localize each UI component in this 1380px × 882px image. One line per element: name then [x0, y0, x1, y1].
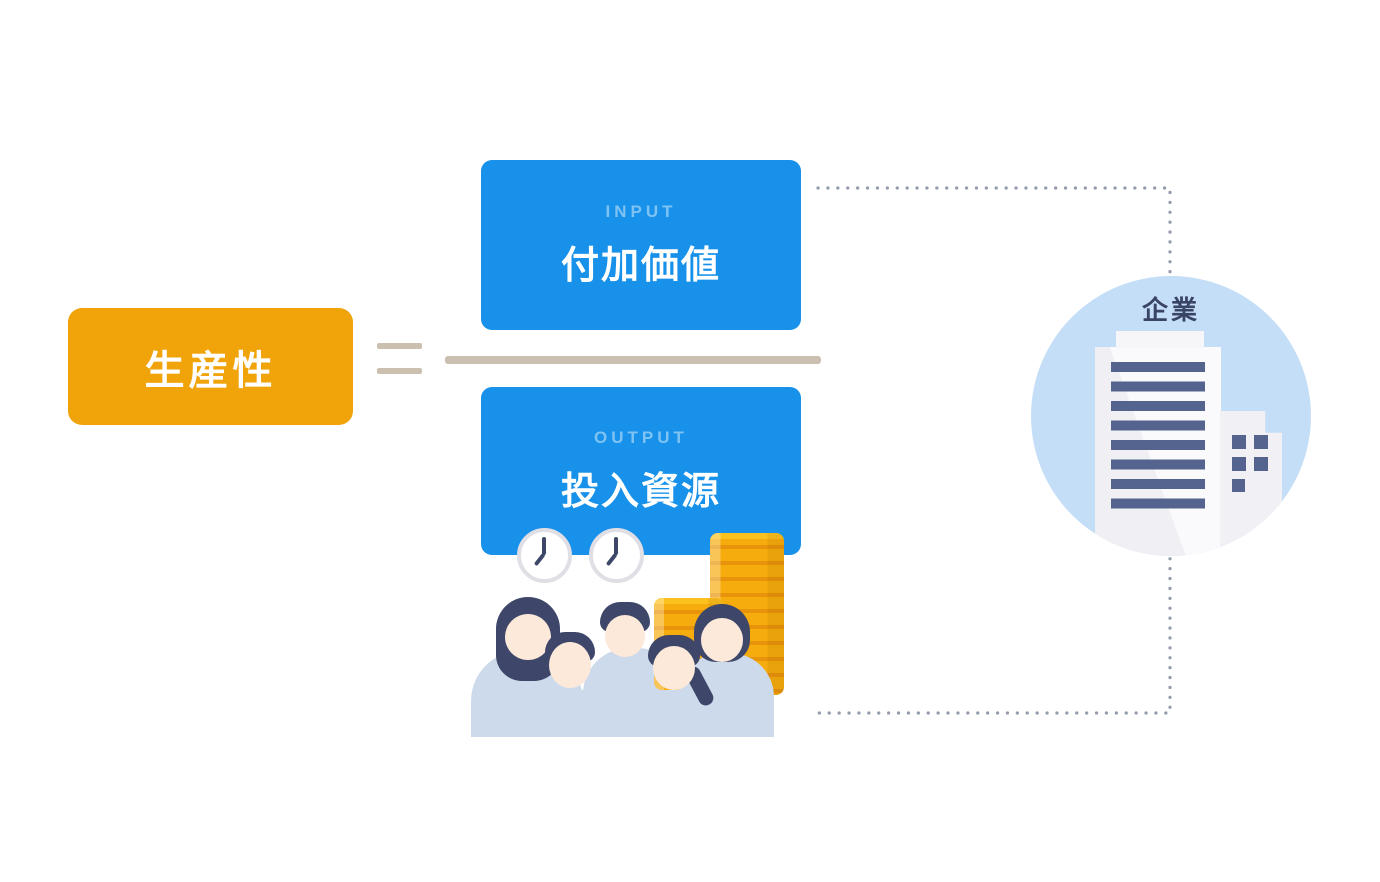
building-window — [1232, 479, 1245, 492]
building-windows — [1111, 362, 1205, 509]
building-window — [1232, 435, 1246, 449]
numerator-tag: INPUT — [605, 201, 677, 221]
denominator-box: OUTPUT 投入資源 — [481, 387, 801, 555]
building-roof — [1116, 331, 1204, 348]
numerator-label: 付加価値 — [560, 244, 721, 287]
person-face — [505, 614, 551, 660]
clock-icon — [517, 528, 572, 583]
small-building-icon — [1220, 411, 1282, 556]
person-face — [653, 646, 695, 690]
equals-icon — [377, 343, 422, 374]
denominator-label: 投入資源 — [560, 470, 721, 513]
company-circle: 企業 — [1031, 276, 1311, 556]
clock-minute-hand — [542, 537, 546, 555]
person-face — [549, 642, 591, 688]
productivity-label: 生産性 — [144, 348, 277, 393]
clock-icon — [589, 528, 644, 583]
numerator-box: INPUT 付加価値 — [481, 160, 801, 330]
person-face — [605, 615, 645, 657]
clock-minute-hand — [614, 537, 618, 555]
clock-hour-hand — [533, 552, 546, 567]
clock-hour-hand — [605, 552, 618, 567]
productivity-box: 生産性 — [68, 308, 353, 425]
equals-top-bar — [377, 343, 422, 349]
fraction-bar — [445, 356, 821, 364]
building-window — [1254, 435, 1268, 449]
building-window — [1254, 457, 1268, 471]
company-label: 企業 — [1141, 295, 1200, 325]
building-window — [1232, 457, 1246, 471]
denominator-tag: OUTPUT — [594, 427, 688, 447]
people-group-icon — [471, 597, 777, 737]
person-face — [701, 618, 743, 662]
equals-bottom-bar — [377, 368, 422, 374]
